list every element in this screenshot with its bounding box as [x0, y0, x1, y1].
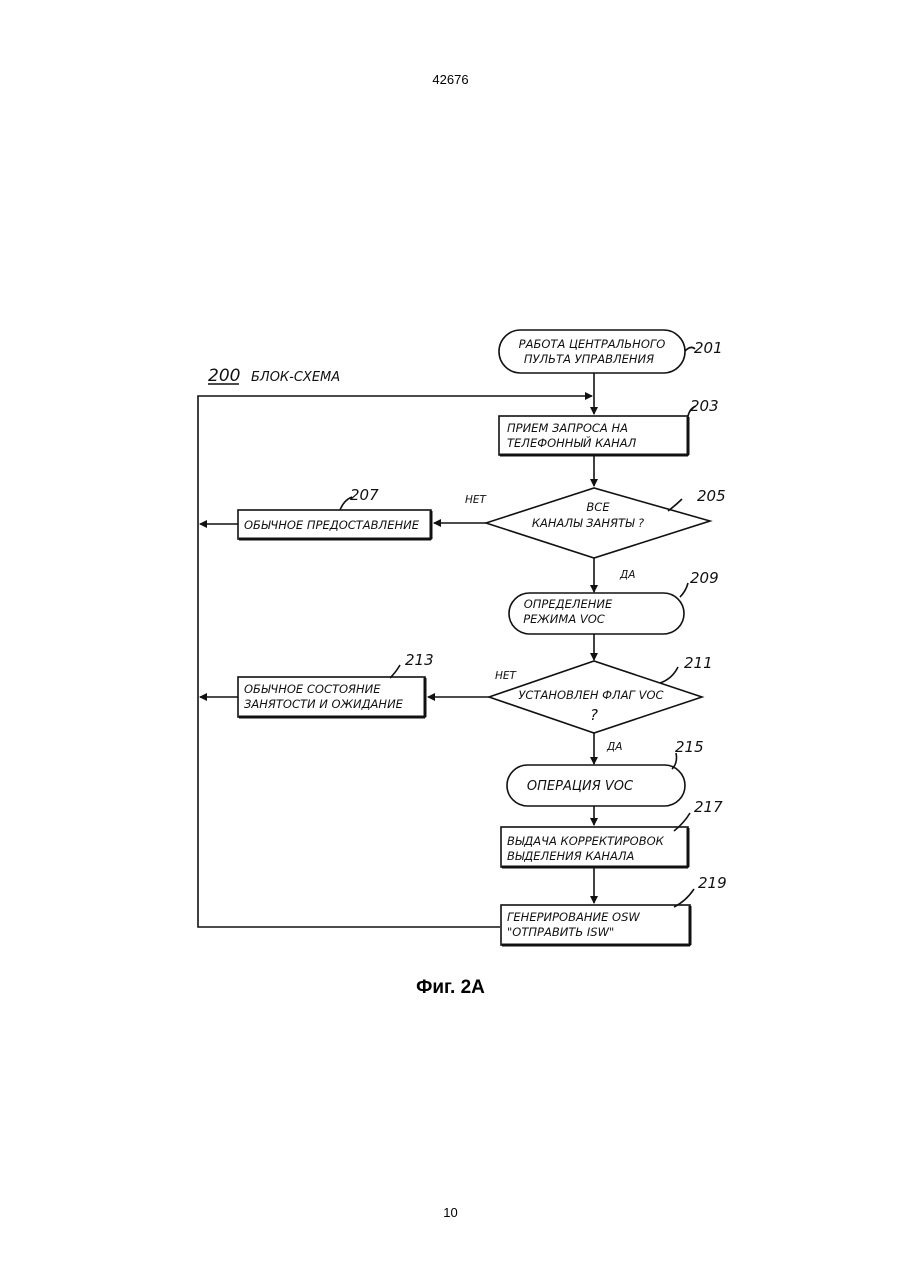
edge-label-211-yes: ДА [606, 741, 622, 753]
node-215-ref: 215 [675, 738, 704, 756]
node-213-line2: ЗАНЯТОСТИ И ОЖИДАНИЕ [244, 697, 404, 711]
chart-label-text: БЛОК-СХЕМА [251, 370, 340, 385]
node-213-line1: ОБЫЧНОЕ СОСТОЯНИЕ [244, 682, 381, 696]
node-209-line1: ОПРЕДЕЛЕНИЕ [524, 597, 613, 611]
node-211-line2: ? [590, 706, 598, 724]
node-205-line2: КАНАЛЫ ЗАНЯТЫ ? [532, 516, 644, 530]
node-211-line1: УСТАНОВЛЕН ФЛАГ VOC [518, 688, 663, 702]
node-209-ref: 209 [690, 569, 719, 587]
figure-caption: Фиг. 2А [0, 977, 901, 999]
node-207-line1: ОБЫЧНОЕ ПРЕДОСТАВЛЕНИЕ [244, 518, 420, 532]
node-201-line2: ПУЛЬТА УПРАВЛЕНИЯ [524, 352, 654, 366]
edge-label-211-no: НЕТ [495, 670, 518, 682]
node-209-line2: РЕЖИМА VOC [523, 612, 605, 626]
node-205-ref: 205 [697, 487, 726, 505]
node-207-ref: 207 [350, 486, 379, 504]
node-217-line1: ВЫДАЧА КОРРЕКТИРОВОК [507, 834, 665, 848]
node-217-ref: 217 [694, 798, 723, 816]
node-205-line1: ВСЕ [586, 500, 610, 514]
node-219-line1: ГЕНЕРИРОВАНИЕ OSW [507, 910, 640, 924]
edge-label-205-no: НЕТ [465, 494, 488, 506]
node-219-line2: "ОТПРАВИТЬ ISW" [507, 925, 614, 939]
node-203-line2: ТЕЛЕФОННЫЙ КАНАЛ [507, 435, 637, 450]
edge-label-205-yes: ДА [619, 569, 635, 581]
node-201-line1: РАБОТА ЦЕНТРАЛЬНОГО [519, 337, 666, 351]
page-footer-number: 10 [0, 1205, 901, 1220]
chart-label-number: 200 [208, 366, 240, 386]
node-203-line1: ПРИЕМ ЗАПРОСА НА [507, 421, 628, 435]
node-211-ref: 211 [684, 654, 713, 672]
node-213-ref: 213 [405, 651, 434, 669]
node-203-ref: 203 [690, 397, 719, 415]
node-219-ref: 219 [698, 874, 727, 892]
node-217-line2: ВЫДЕЛЕНИЯ КАНАЛА [507, 849, 635, 863]
node-201-ref: 201 [694, 339, 723, 357]
node-215-line1: ОПЕРАЦИЯ VOC [527, 779, 634, 794]
